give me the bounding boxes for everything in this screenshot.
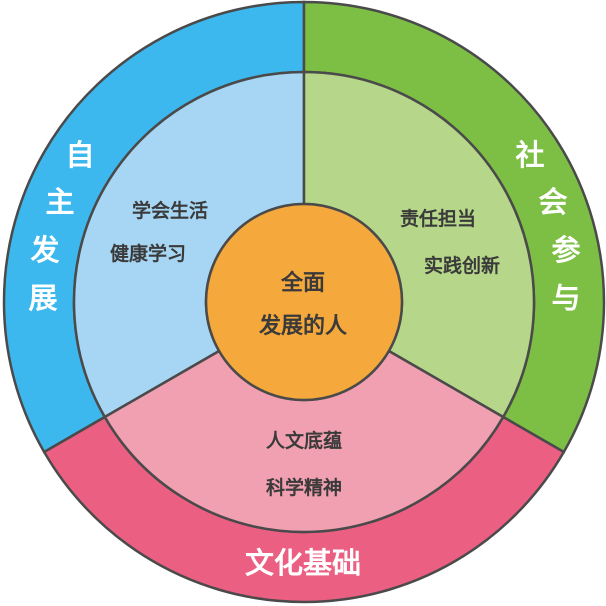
outer-label-social-char-4: 与 <box>551 281 580 315</box>
outer-label-social-char-3: 参 <box>551 233 580 267</box>
outer-label-social-char-1: 社 <box>515 138 544 172</box>
center-circle <box>204 202 404 402</box>
inner-label-self-line-1: 学会生活 <box>132 199 208 222</box>
inner-label-culture-line-1: 人文底蕴 <box>266 429 342 452</box>
center-label-line-2: 发展的人 <box>258 313 347 339</box>
inner-label-culture-line-2: 科学精神 <box>266 476 342 499</box>
inner-label-social-line-1: 责任担当 <box>400 207 476 230</box>
inner-label-social-line-2: 实践创新 <box>424 254 500 277</box>
inner-label-self-line-2: 健康学习 <box>110 242 186 265</box>
outer-label-culture: 文化基础 <box>245 546 361 580</box>
outer-label-self-char-4: 展 <box>28 281 57 315</box>
outer-label-self-char-3: 发 <box>29 233 59 267</box>
outer-label-self-char-2: 主 <box>45 185 74 219</box>
outer-label-social-char-2: 会 <box>538 185 567 219</box>
center-label-line-1: 全面 <box>280 270 325 296</box>
outer-label-self-char-1: 自 <box>65 138 94 172</box>
